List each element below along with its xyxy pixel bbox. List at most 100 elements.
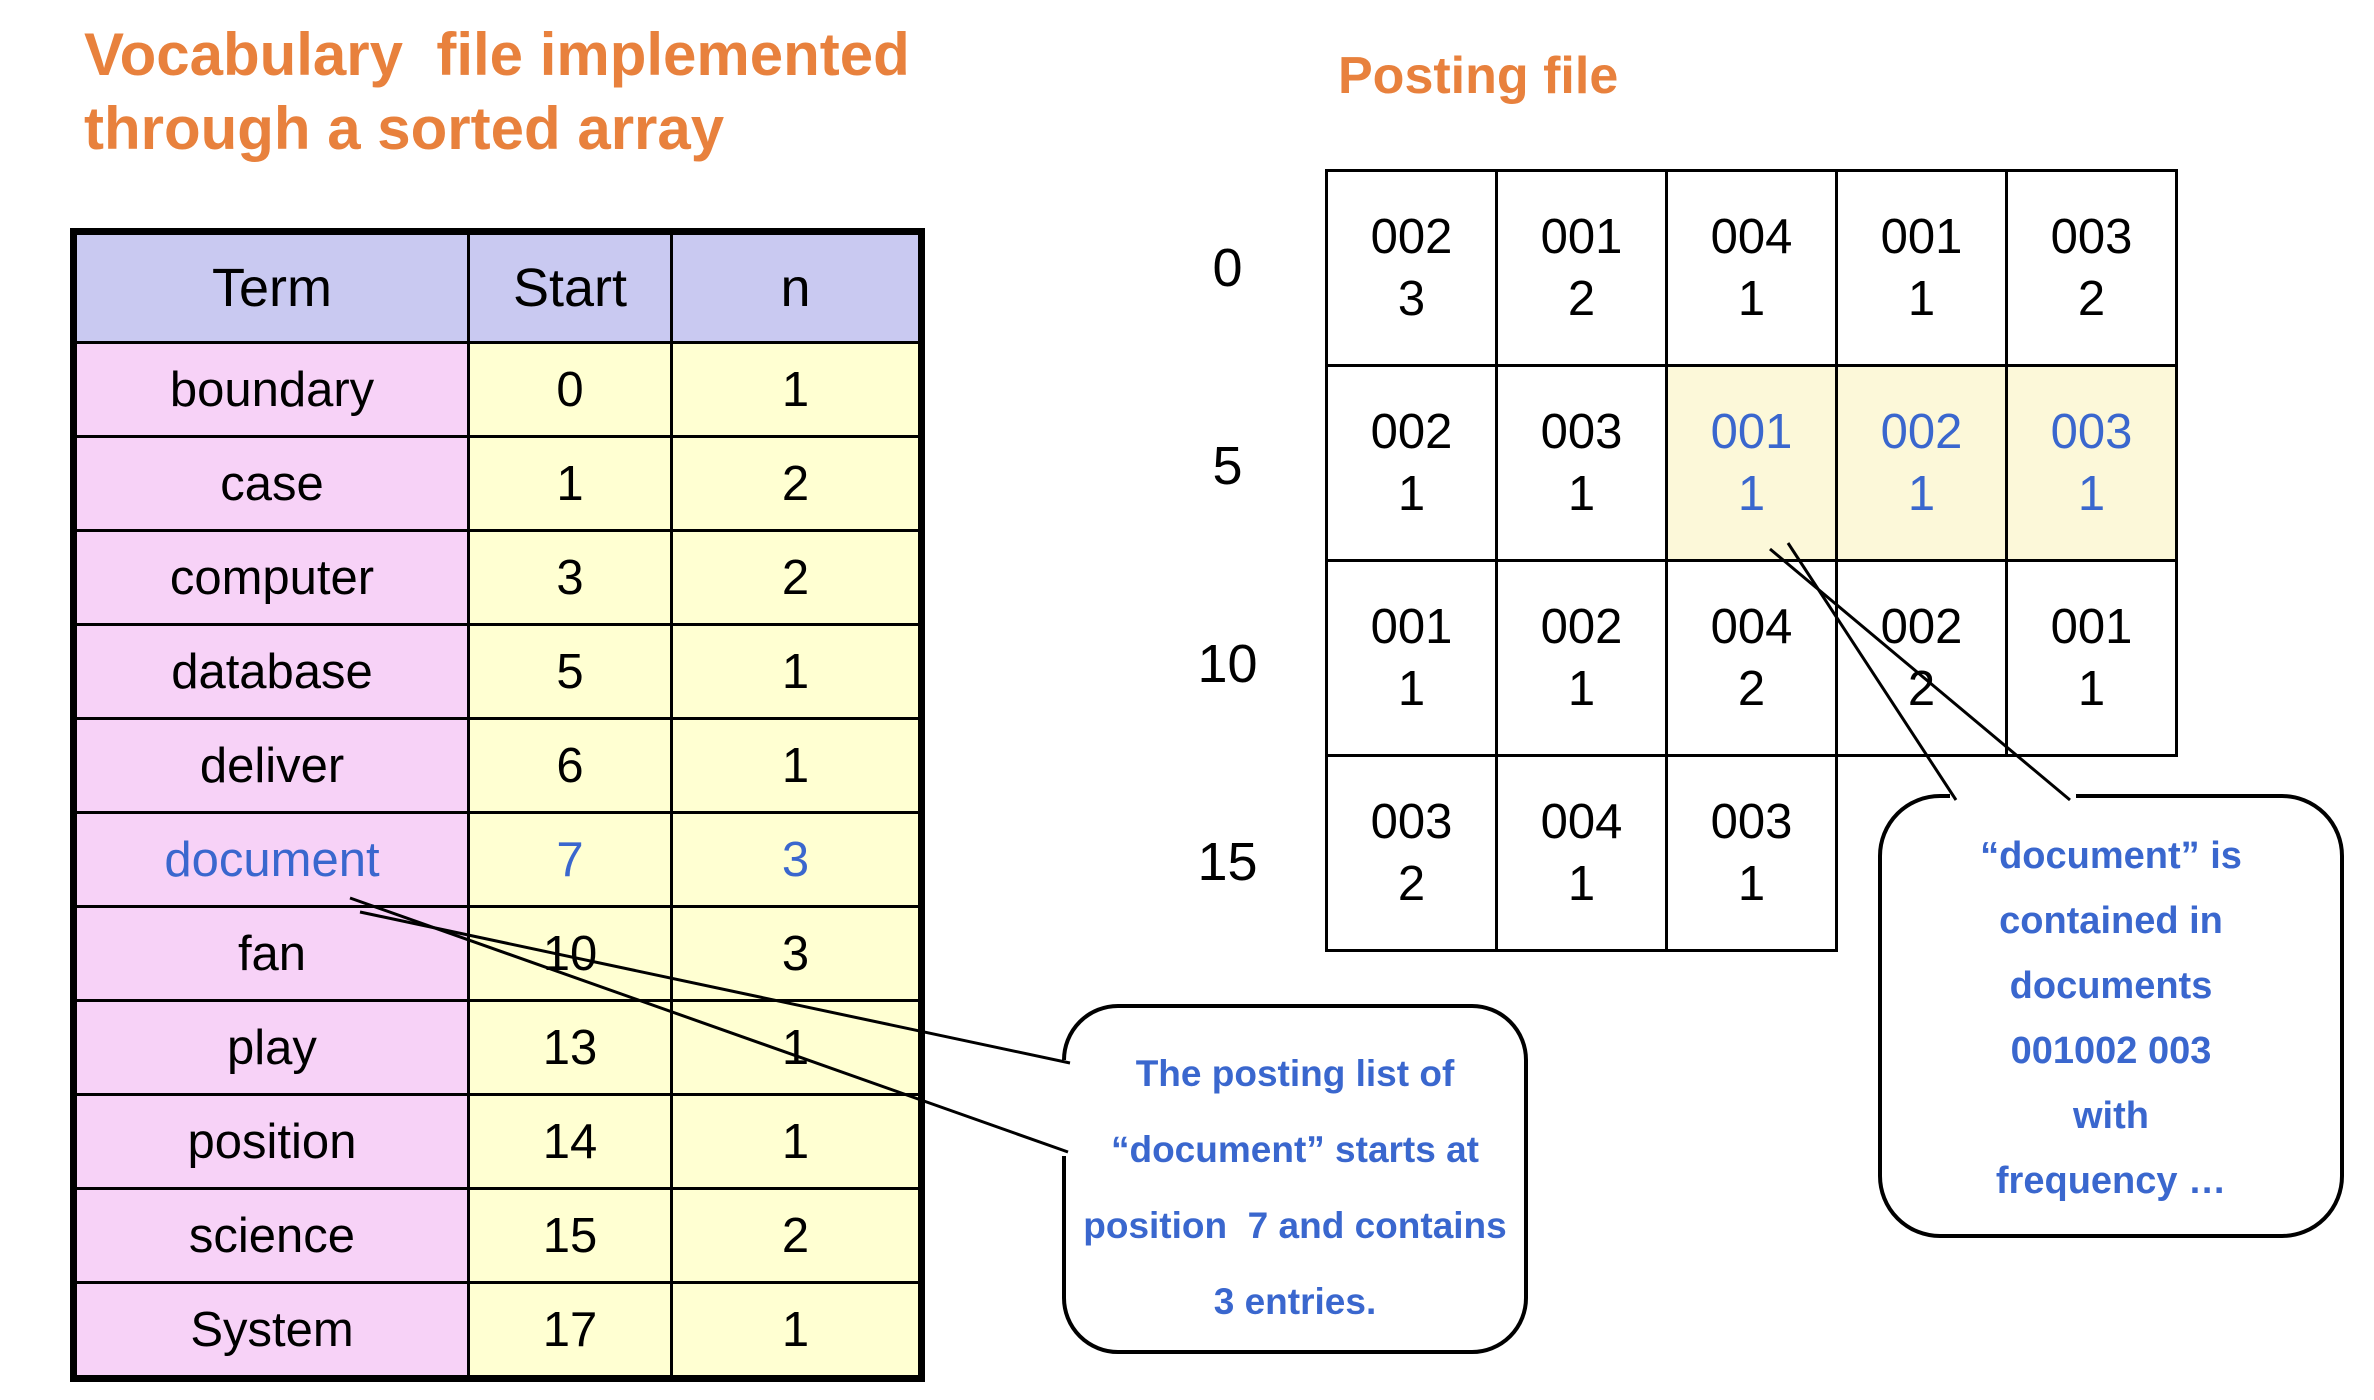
column-header-term: Term: [72, 230, 470, 344]
posting-doc-id: 003: [2050, 210, 2133, 264]
vocabulary-title-line2: through a sorted array: [84, 95, 725, 162]
posting-file-title: Posting file: [1338, 47, 1619, 105]
callout-tail-gap: [1056, 1060, 1072, 1156]
table-row: position 14 1: [72, 1093, 923, 1190]
posting-cell: 004 1: [1665, 169, 1838, 367]
table-row-document-highlighted: document 7 3: [72, 811, 923, 908]
posting-frequency: 1: [1567, 467, 1596, 521]
row-offset-label: 15: [1197, 832, 1258, 892]
posting-frequency: 1: [2077, 662, 2106, 716]
callout-tail-gap: [1950, 788, 2076, 804]
vocab-n-cell: 3: [670, 905, 923, 1002]
vocab-term-cell: computer: [72, 529, 470, 626]
posting-row: 001 1 002 1 004 2 002 2 001 1: [1325, 559, 2178, 757]
vocab-start-cell: 5: [467, 623, 673, 720]
vocab-term-cell: boundary: [72, 341, 470, 438]
callout-posting-list: The posting list of “document” starts at…: [1062, 1004, 1528, 1354]
vocab-start-cell: 14: [467, 1093, 673, 1190]
posting-doc-id: 002: [1370, 405, 1453, 459]
vocab-start-cell: 1: [467, 435, 673, 532]
posting-doc-id: 001: [1370, 600, 1453, 654]
posting-frequency: 1: [1397, 662, 1426, 716]
posting-cell-highlighted: 003 1: [2005, 364, 2178, 562]
posting-frequency: 3: [1397, 272, 1426, 326]
posting-frequency: 1: [1397, 467, 1426, 521]
posting-cell: 004 1: [1495, 754, 1668, 952]
posting-frequency: 2: [1907, 662, 1936, 716]
posting-frequency: 1: [1737, 857, 1766, 911]
column-header-n: n: [670, 230, 923, 344]
posting-doc-id: 002: [1880, 405, 1963, 459]
vocab-term-cell: deliver: [72, 717, 470, 814]
vocab-n-cell: 1: [670, 623, 923, 720]
table-row: boundary 0 1: [72, 341, 923, 438]
vocab-start-cell: 15: [467, 1187, 673, 1284]
callout-text-line: “document” starts at: [1110, 1129, 1479, 1170]
posting-cell: 003 1: [1665, 754, 1838, 952]
posting-cell: 003 2: [2005, 169, 2178, 367]
vocab-term-cell-document: document: [72, 811, 470, 908]
posting-frequency: 2: [2077, 272, 2106, 326]
vocabulary-header-row: Term Start n: [72, 230, 923, 344]
vocab-n-cell: 1: [670, 999, 923, 1096]
callout-text-line: The posting list of: [1135, 1053, 1455, 1094]
posting-cell: 002 2: [1835, 559, 2008, 757]
row-offset-label: 5: [1212, 436, 1243, 496]
table-row: fan 10 3: [72, 905, 923, 1002]
posting-row: 002 1 003 1 001 1 002 1 003 1: [1325, 364, 2178, 562]
posting-frequency: 1: [1567, 662, 1596, 716]
vocab-n-cell: 1: [670, 1281, 923, 1380]
posting-frequency: 1: [1567, 857, 1596, 911]
vocab-start-cell: 13: [467, 999, 673, 1096]
posting-frequency: 2: [1567, 272, 1596, 326]
table-row: database 5 1: [72, 623, 923, 720]
vocabulary-table: Term Start n boundary 0 1 case 1 2 compu…: [70, 228, 925, 1382]
vocab-n-cell: 2: [670, 529, 923, 626]
posting-doc-id: 003: [1540, 405, 1623, 459]
vocab-term-cell: fan: [72, 905, 470, 1002]
posting-doc-id: 004: [1710, 210, 1793, 264]
posting-frequency: 1: [1737, 272, 1766, 326]
vocab-start-cell: 17: [467, 1281, 673, 1380]
posting-doc-id: 002: [1880, 600, 1963, 654]
vocab-n-cell: 1: [670, 717, 923, 814]
callout-text-line: frequency …: [1995, 1160, 2227, 1202]
posting-frequency: 1: [1737, 467, 1766, 521]
posting-row: 002 3 001 2 004 1 001 1 003 2: [1325, 169, 2178, 367]
callout-text-line: “document” is: [1980, 835, 2242, 877]
posting-doc-id: 004: [1710, 600, 1793, 654]
posting-doc-id: 004: [1540, 795, 1623, 849]
callout-document-contained: “document” is contained in documents 001…: [1878, 794, 2344, 1238]
posting-doc-id: 001: [1710, 405, 1793, 459]
column-header-start: Start: [467, 230, 673, 344]
table-row: deliver 6 1: [72, 717, 923, 814]
posting-cell: 001 1: [1325, 559, 1498, 757]
vocab-start-cell: 10: [467, 905, 673, 1002]
posting-doc-id: 003: [1370, 795, 1453, 849]
posting-cell-highlighted: 002 1: [1835, 364, 2008, 562]
posting-doc-id: 001: [2050, 600, 2133, 654]
vocab-start-cell: 0: [467, 341, 673, 438]
posting-doc-id: 003: [2050, 405, 2133, 459]
row-offset-label: 0: [1212, 238, 1243, 298]
vocab-n-cell: 1: [670, 341, 923, 438]
row-offset-label: 10: [1197, 634, 1258, 694]
posting-row-labels: 0 5 10 15: [1160, 169, 1295, 961]
callout-text-line: 001002 003: [2010, 1030, 2212, 1072]
posting-cell-highlighted: 001 1: [1665, 364, 1838, 562]
vocab-start-cell: 3: [467, 529, 673, 626]
posting-doc-id: 001: [1540, 210, 1623, 264]
posting-cell: 001 1: [1835, 169, 2008, 367]
vocab-term-cell: science: [72, 1187, 470, 1284]
posting-cell: 003 2: [1325, 754, 1498, 952]
vocab-term-cell: play: [72, 999, 470, 1096]
callout-text-line: 3 entries.: [1213, 1281, 1377, 1322]
vocab-term-cell: database: [72, 623, 470, 720]
posting-cell: 001 1: [2005, 559, 2178, 757]
vocabulary-title-line1: Vocabulary file implemented: [84, 21, 910, 88]
vocab-term-cell: case: [72, 435, 470, 532]
posting-doc-id: 003: [1710, 795, 1793, 849]
posting-frequency: 1: [1907, 467, 1936, 521]
callout-text-line: position 7 and contains: [1083, 1205, 1507, 1246]
